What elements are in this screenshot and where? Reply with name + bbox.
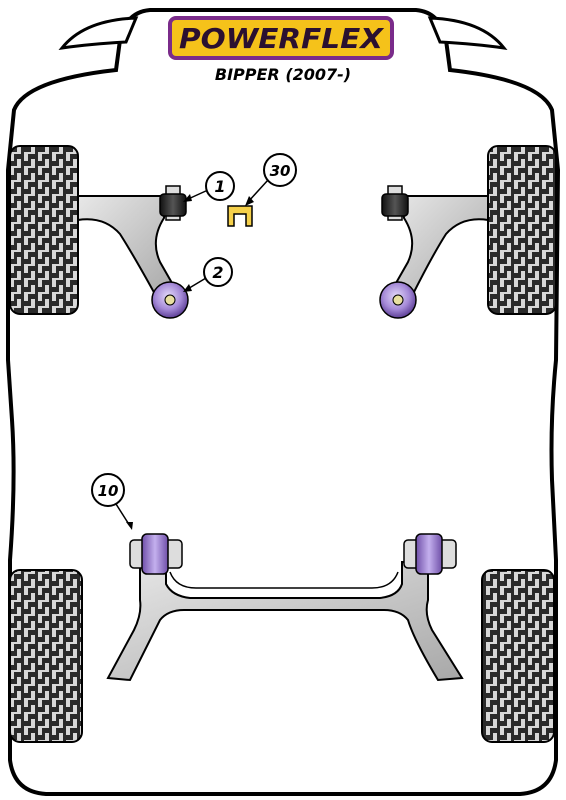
rear-right-bush-10: [403, 533, 457, 575]
front-right-lower-arm: [390, 195, 489, 298]
car-body-outline: [6, 8, 561, 796]
front-right-bush-2: [379, 281, 417, 319]
logo-text: POWERFLEX: [179, 22, 384, 55]
front-left-lower-arm: [77, 195, 178, 298]
vehicle-model: BIPPER (2007-): [215, 65, 351, 84]
callout-1: 1: [183, 171, 235, 202]
rear-left-bush-10: [129, 533, 183, 575]
callout-10-label: 10: [98, 482, 119, 500]
callout-2: 2: [183, 257, 233, 292]
front-left-bush-2: [151, 281, 189, 319]
insert-30: [227, 205, 253, 227]
callout-1-label: 1: [214, 177, 225, 196]
left-mirror: [58, 16, 139, 51]
callout-2-label: 2: [212, 263, 223, 282]
rear-left-tyre: [9, 569, 83, 743]
rear-beam-inner-line: [169, 571, 399, 589]
front-left-bush-1: [159, 185, 187, 221]
front-right-tyre: [487, 145, 557, 315]
rear-right-tyre: [481, 569, 555, 743]
callout-30: 30: [245, 153, 297, 206]
callout-30-label: 30: [270, 162, 291, 180]
front-right-bush-1: [381, 185, 409, 221]
callout-10: 10: [91, 473, 133, 530]
powerflex-logo: POWERFLEX: [168, 16, 394, 60]
right-mirror: [427, 16, 508, 51]
front-left-tyre: [9, 145, 79, 315]
